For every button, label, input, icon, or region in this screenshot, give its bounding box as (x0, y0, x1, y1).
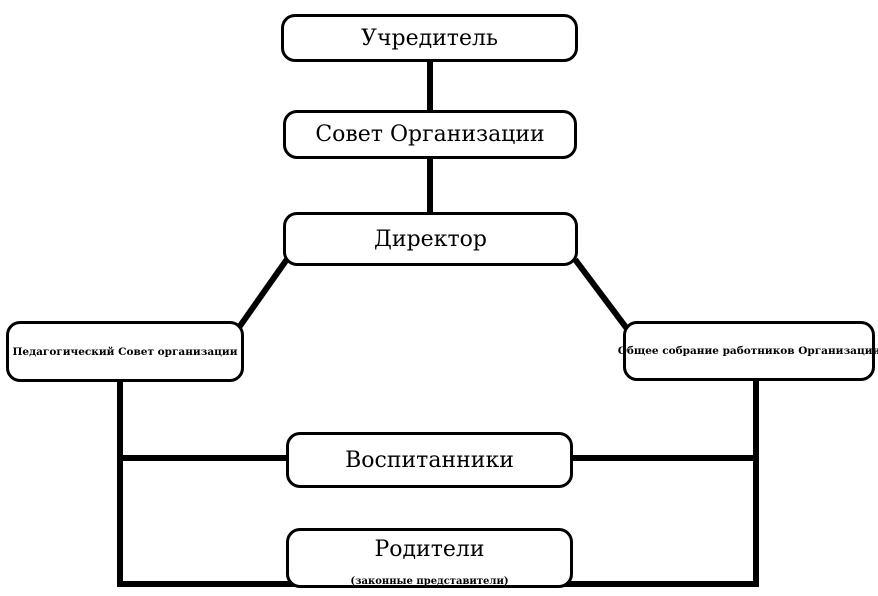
parents-note: (законные представители) (350, 576, 509, 587)
pedagogical-council-box: Педагогический Совет организации (6, 321, 244, 382)
pedagogical-council-label: Педагогический Совет организации (12, 345, 238, 358)
director-label: Директор (374, 226, 487, 252)
founder-label: Учредитель (361, 25, 498, 51)
connector-director-staff (572, 257, 630, 331)
staff-meeting-label: Общее собрание работников Организации (617, 345, 878, 357)
pupils-box: Воспитанники (286, 432, 573, 488)
organization-council-label: Совет Организации (315, 122, 545, 147)
connector-director-pedagogical (235, 257, 290, 331)
organization-council-box: Совет Организации (283, 110, 577, 159)
director-box: Директор (283, 212, 578, 266)
staff-meeting-box: Общее собрание работников Организации (618, 321, 878, 381)
parents-label: Родители (374, 537, 485, 562)
founder-box: Учредитель (281, 14, 578, 62)
parents-box: Родители (законные представители) (286, 528, 573, 588)
pupils-label: Воспитанники (345, 447, 514, 473)
